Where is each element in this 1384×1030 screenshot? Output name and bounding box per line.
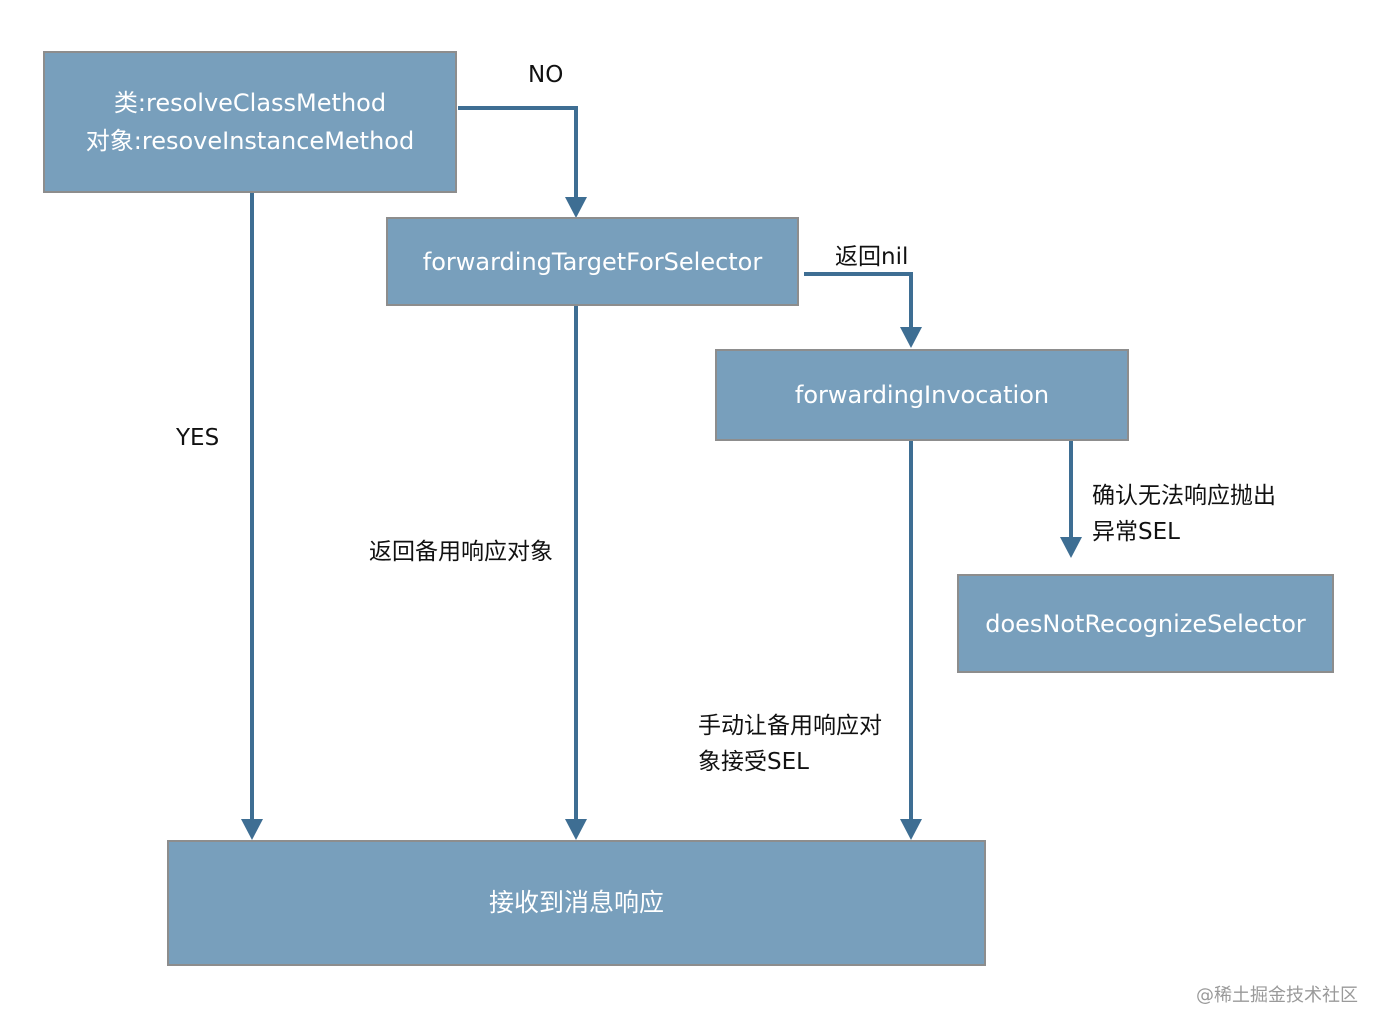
watermark: @稀土掘金技术社区 <box>1196 985 1358 1006</box>
node-forwarding-target-label: forwardingTargetForSelector <box>422 247 763 276</box>
edge-label-confirm-2: 异常SEL <box>1092 519 1180 545</box>
node-resolve-method: 类:resolveClassMethod 对象:resoveInstanceMe… <box>43 51 457 193</box>
node-does-not-recognize-label: doesNotRecognizeSelector <box>985 609 1306 638</box>
node-forwarding-invocation: forwardingInvocation <box>715 349 1129 441</box>
node-resolve-instance-label: 对象:resoveInstanceMethod <box>85 127 415 155</box>
arrowhead-no <box>565 197 587 218</box>
edge-label-no: NO <box>528 62 564 88</box>
node-forwarding-target: forwardingTargetForSelector <box>386 217 799 306</box>
arrowhead-confirm <box>1060 537 1082 558</box>
edge-return-nil <box>804 272 913 328</box>
node-resolve-class-label: 类:resolveClassMethod <box>113 89 387 117</box>
edge-label-confirm-1: 确认无法响应抛出 <box>1092 483 1276 509</box>
edge-label-manual-1: 手动让备用响应对 <box>698 713 882 739</box>
edge-no <box>458 106 578 198</box>
node-receive-message: 接收到消息响应 <box>167 840 986 966</box>
node-forwarding-invocation-label: forwardingInvocation <box>794 381 1050 409</box>
node-does-not-recognize: doesNotRecognizeSelector <box>957 574 1334 673</box>
edge-label-yes: YES <box>176 425 220 451</box>
edge-label-return-backup: 返回备用响应对象 <box>369 539 553 565</box>
arrowhead-return-backup <box>565 819 587 840</box>
arrowhead-manual <box>900 819 922 840</box>
edge-label-manual-2: 象接受SEL <box>698 749 809 775</box>
arrowhead-yes <box>241 819 263 840</box>
node-receive-message-label: 接收到消息响应 <box>488 888 664 917</box>
edge-label-return-nil: 返回nil <box>835 244 909 270</box>
arrowhead-return-nil <box>900 327 922 348</box>
